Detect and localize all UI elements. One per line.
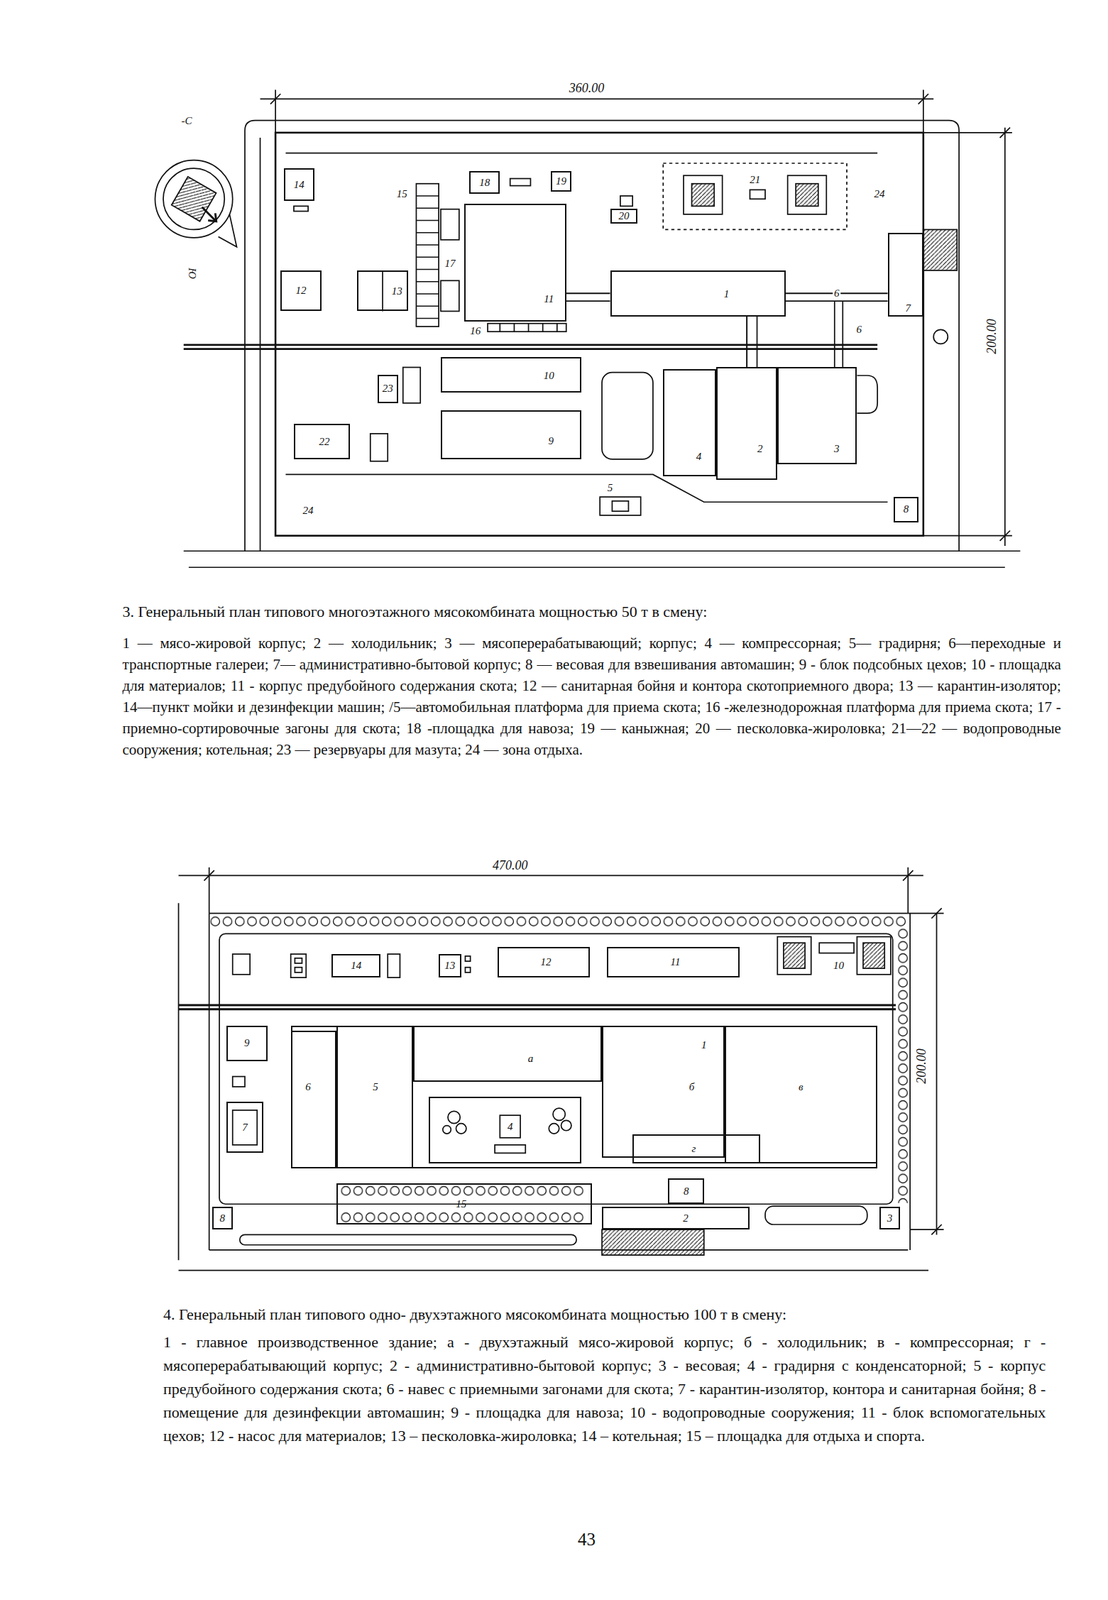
building-number: 14 bbox=[350, 960, 362, 972]
building-number: а bbox=[528, 1052, 534, 1064]
callout-number: 24 bbox=[873, 188, 886, 200]
building-box: 7 bbox=[226, 1101, 264, 1153]
building-box: 20 bbox=[610, 208, 639, 224]
building-box: 7 bbox=[887, 232, 924, 317]
gallery-connector bbox=[566, 292, 611, 294]
callout-number: -С bbox=[180, 114, 194, 126]
plan-3-lines bbox=[154, 90, 1020, 568]
building-box: в bbox=[724, 1025, 879, 1164]
building-number: 20 bbox=[618, 210, 629, 222]
callout-number: 16 bbox=[469, 325, 482, 336]
building-box: а bbox=[413, 1025, 602, 1082]
callout-number: 43 bbox=[577, 1529, 597, 1548]
building-number: 9 bbox=[547, 435, 554, 446]
building-number: 22 bbox=[319, 436, 331, 448]
building-box: б bbox=[601, 1025, 724, 1159]
building-box: 12 bbox=[280, 270, 321, 311]
building-number: 15 bbox=[455, 1198, 467, 1210]
callout-number: 21 bbox=[748, 173, 761, 185]
building-number: 19 bbox=[555, 176, 567, 187]
building-box: 14 bbox=[283, 168, 315, 201]
building-box: 22 bbox=[293, 423, 350, 460]
building-box: 11 bbox=[606, 946, 740, 978]
caption-text: 4. Генеральный план типового одно- двухэ… bbox=[163, 1303, 1062, 1326]
building-number: 13 bbox=[444, 960, 455, 972]
callout-number: 10 bbox=[832, 959, 845, 971]
building-number: 1 bbox=[723, 288, 730, 299]
caption-text: 1 — мясо-жировой корпус; 2 — холодильник… bbox=[122, 632, 1061, 761]
building-number: 14 bbox=[293, 179, 305, 191]
building-box: 19 bbox=[550, 171, 572, 192]
dimension-label: 360.00 bbox=[568, 81, 606, 95]
building-box: 13 bbox=[357, 270, 409, 311]
building-box: 2 bbox=[716, 366, 778, 480]
building-number: 23 bbox=[382, 383, 394, 394]
building-number: г bbox=[691, 1143, 696, 1155]
dimension-label: 200.00 bbox=[914, 1047, 928, 1085]
building-box: 23 bbox=[377, 374, 399, 404]
building-number: 1 bbox=[701, 1039, 707, 1050]
building-number: 11 bbox=[543, 293, 554, 305]
building-number: 7 bbox=[905, 303, 912, 314]
building-number: в bbox=[798, 1081, 804, 1092]
building-number: 7 bbox=[242, 1122, 248, 1133]
dimension-label: 470.00 bbox=[491, 858, 529, 872]
building-number: б bbox=[689, 1081, 695, 1092]
building-box: 8 bbox=[212, 1206, 233, 1230]
building-number: 4 bbox=[696, 450, 702, 462]
building-number: 8 bbox=[903, 503, 910, 515]
plan-4-lines bbox=[178, 867, 945, 1271]
building-box: 4 bbox=[662, 369, 717, 477]
building-number: 13 bbox=[391, 285, 403, 296]
building-number: 3 bbox=[834, 443, 840, 455]
building-box: 5 bbox=[336, 1025, 414, 1169]
building-number: 9 bbox=[244, 1037, 250, 1049]
building-number: 10 bbox=[543, 369, 555, 381]
dimension-label: 200.00 bbox=[985, 318, 998, 356]
building-box: 4 bbox=[428, 1096, 583, 1163]
gallery-connector bbox=[746, 316, 748, 368]
building-box: 9 bbox=[440, 410, 582, 460]
connector-label: 6 bbox=[832, 288, 842, 299]
building-box: 6 bbox=[291, 1030, 338, 1169]
building-box: 3 bbox=[777, 366, 857, 465]
callout-number: 24 bbox=[302, 504, 315, 516]
building-box: 3 bbox=[879, 1206, 901, 1230]
building-box: г bbox=[632, 1134, 761, 1163]
caption-text: 3. Генеральный план типового многоэтажно… bbox=[122, 601, 1082, 623]
building-number: 11 bbox=[670, 956, 681, 968]
building-number: 3 bbox=[887, 1213, 893, 1224]
building-box: 13 bbox=[438, 953, 462, 978]
building-box: 8 bbox=[893, 496, 918, 523]
building-number: 4 bbox=[507, 1120, 514, 1132]
callout-number: 6 bbox=[856, 324, 864, 336]
callout-number: 17 bbox=[443, 257, 456, 269]
building-box: 11 bbox=[464, 203, 567, 321]
building-number: 8 bbox=[683, 1186, 690, 1197]
building-box: 1 6 5 а б в г bbox=[291, 1025, 878, 1169]
building-number: 6 bbox=[305, 1081, 311, 1092]
building-number: 12 bbox=[540, 956, 551, 968]
building-box: 9 bbox=[226, 1025, 267, 1062]
building-number: 8 bbox=[220, 1213, 226, 1224]
callout-number: 5 bbox=[606, 482, 614, 494]
building-box: 15 bbox=[336, 1183, 592, 1224]
building-number: 5 bbox=[372, 1081, 379, 1092]
building-number: 18 bbox=[479, 177, 490, 189]
building-number: 12 bbox=[295, 285, 307, 296]
building-box: 1 bbox=[610, 270, 786, 317]
building-box: 18 bbox=[469, 171, 500, 194]
callout-number: Ю bbox=[186, 266, 198, 279]
callout-number: 15 bbox=[396, 188, 409, 200]
building-box: 12 bbox=[497, 946, 590, 978]
building-box: 10 bbox=[440, 357, 582, 393]
building-number: 2 bbox=[682, 1213, 689, 1224]
caption-text: 1 - главное производственное здание; а -… bbox=[163, 1330, 1046, 1448]
building-box: 2 bbox=[601, 1206, 750, 1230]
building-box: 8 bbox=[667, 1178, 704, 1204]
building-box: 14 bbox=[331, 953, 381, 978]
building-number: 2 bbox=[757, 443, 764, 455]
